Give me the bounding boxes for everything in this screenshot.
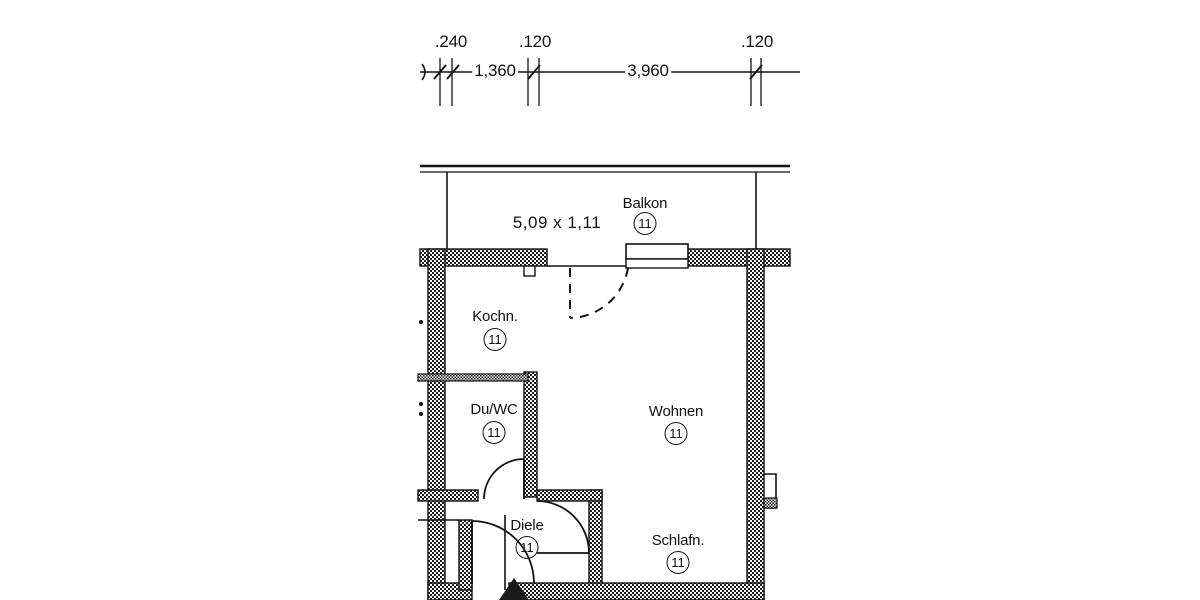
room-tag-kochn: 11 [483, 328, 507, 351]
dimension-span-3960: 3,960 [625, 61, 671, 81]
room-label-schlafn: Schlafn. [651, 532, 705, 549]
room-label-wohnen: Wohnen [648, 403, 704, 420]
dimension-span-1360: 1,360 [472, 61, 518, 81]
room-label-balkon: Balkon [622, 195, 668, 212]
threshold-marker [499, 578, 529, 600]
balcony-dimension-text: 5,09 x 1,11 [512, 213, 602, 232]
balcony-railing [420, 164, 790, 250]
walls [417, 248, 791, 600]
dimension-wall-240: .240 [434, 32, 468, 51]
room-tag-balkon: 11 [633, 212, 657, 235]
room-label-kochn: Kochn. [472, 308, 518, 325]
dimension-wall-120-left: .120 [518, 32, 552, 51]
dimension-wall-120-right: .120 [740, 32, 774, 51]
entrance-door [471, 520, 535, 584]
room-tag-wohnen: 11 [664, 422, 688, 445]
cropped-edge-marks [419, 320, 423, 416]
diele-door [536, 500, 590, 554]
du-wc-door [483, 458, 525, 500]
balcony-door [547, 243, 689, 319]
room-tag-schlafn: 11 [666, 551, 690, 574]
room-tag-du-wc: 11 [482, 421, 506, 444]
room-label-diele: Diele [510, 517, 544, 534]
doors [471, 243, 689, 600]
room-tag-diele: 11 [515, 536, 539, 559]
room-label-du-wc: Du/WC [470, 401, 518, 418]
